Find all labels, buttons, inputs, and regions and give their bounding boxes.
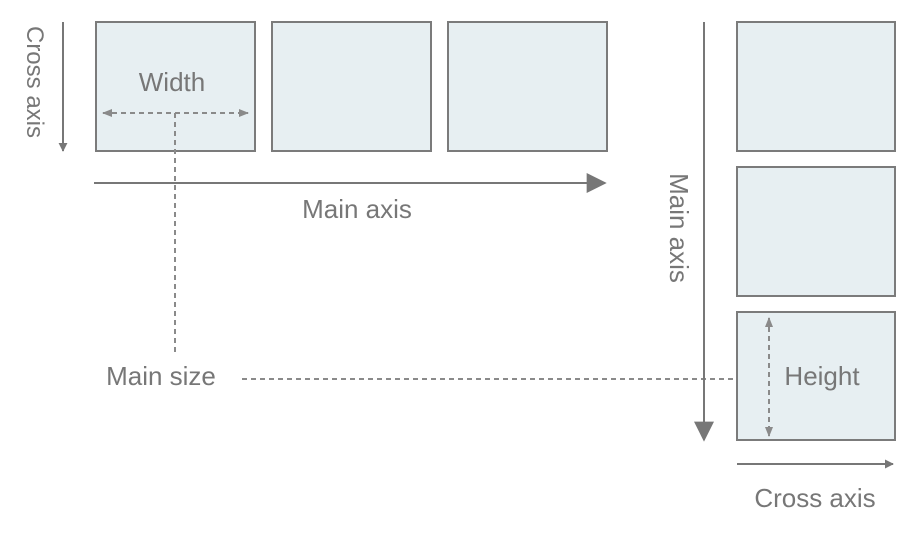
column-flex-item-3 [736,311,896,441]
main-size-label: Main size [106,361,216,391]
column-flex-item-2 [736,166,896,297]
row-flex-item-3 [447,21,608,152]
row-flex-item-2 [271,21,432,152]
column-cross-axis-label: Cross axis [754,483,875,513]
row-cross-axis-label: Cross axis [21,26,48,138]
column-flex-item-1 [736,21,896,152]
column-flex-container [736,21,896,441]
row-main-axis-label: Main axis [302,194,412,224]
width-label: Width [139,67,205,97]
row-flex-container [95,21,608,152]
row-flex-item-1 [95,21,256,152]
height-label: Height [784,361,860,391]
column-main-axis-label: Main axis [664,173,694,283]
